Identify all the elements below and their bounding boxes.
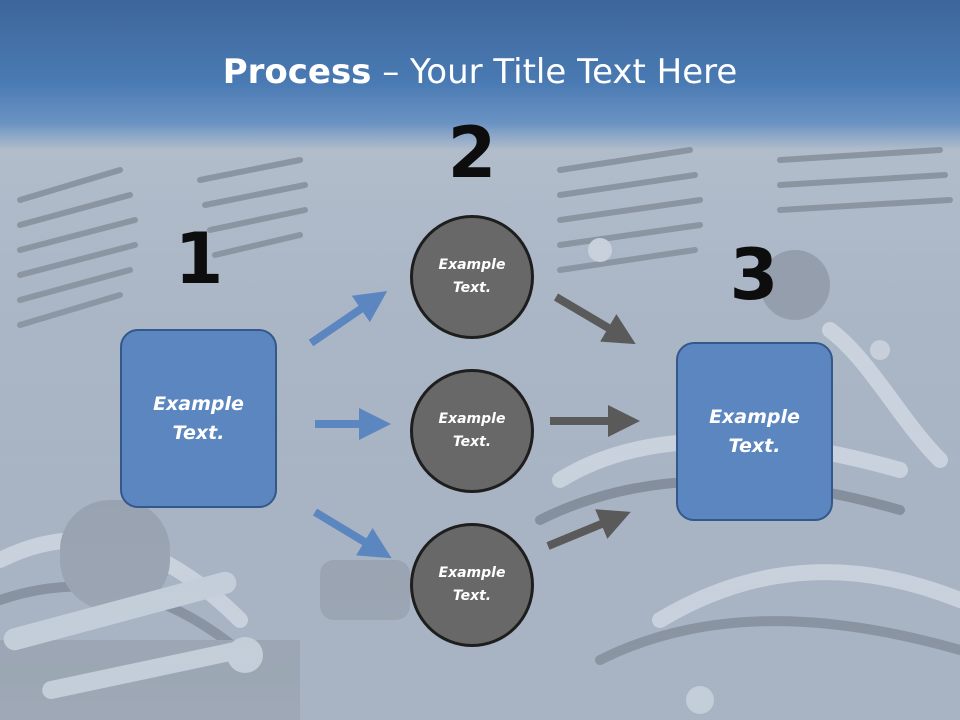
title-rest: – Your Title Text Here (371, 52, 738, 92)
circle-middle-text: Example Text. (438, 411, 506, 450)
arrow-to-circle-bottom (312, 508, 392, 559)
circle-top-text: Example Text. (438, 257, 506, 296)
step-number-3: 3 (729, 234, 779, 316)
left-box: Example Text. (120, 329, 277, 508)
right-box-text: Example Text. (709, 405, 800, 457)
arrow-to-circle-top (308, 290, 388, 347)
arrow-from-circle-bottom (546, 509, 631, 550)
left-box-text: Example Text. (153, 392, 244, 444)
page-title: Process – Your Title Text Here (0, 52, 960, 92)
circle-bottom: Example Text. (410, 523, 534, 647)
title-band (0, 0, 960, 150)
title-bold: Process (222, 52, 372, 92)
step-number-2: 2 (447, 112, 497, 194)
circle-top: Example Text. (410, 215, 534, 339)
circle-bottom-text: Example Text. (438, 565, 506, 604)
step-number-1: 1 (174, 218, 224, 300)
right-box: Example Text. (676, 342, 833, 521)
arrow-from-circle-top (553, 293, 636, 345)
circle-middle: Example Text. (410, 369, 534, 493)
